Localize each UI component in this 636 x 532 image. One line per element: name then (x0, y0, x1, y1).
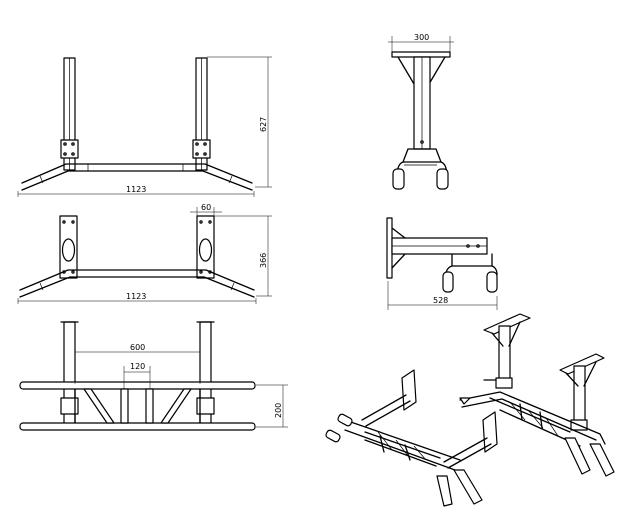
rear-height-dim: 366 (259, 253, 268, 268)
span-dim: 600 (130, 343, 145, 352)
isometric-ceiling-mount (459, 313, 615, 477)
projection-dim: 528 (433, 296, 448, 305)
isometric-wall-mount (325, 369, 498, 507)
front-height-dim: 627 (259, 117, 268, 132)
wall-side-view: 528 (386, 217, 498, 310)
plate-width-dim: 300 (414, 33, 429, 42)
side-view: 300 (388, 33, 454, 190)
depth-dim: 200 (274, 403, 283, 418)
grip-gap-dim: 120 (130, 362, 145, 371)
top-view: 600 120 200 (19, 321, 288, 431)
bracket-width-dim: 60 (201, 203, 211, 212)
rear-view: 60 1123 366 (17, 203, 272, 304)
front-width-dim: 1123 (126, 185, 146, 194)
rear-width-dim: 1123 (126, 292, 146, 301)
front-view: 1123 627 (17, 56, 272, 197)
